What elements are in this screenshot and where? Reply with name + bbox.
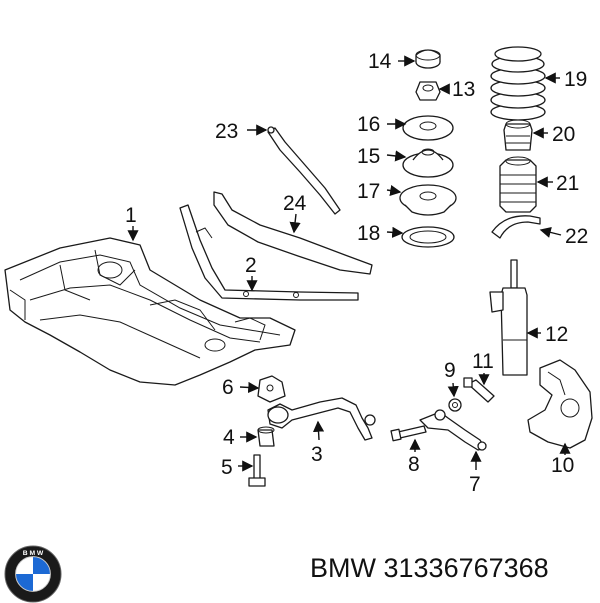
lock-nut-part bbox=[448, 398, 462, 412]
bracket-part bbox=[257, 375, 286, 403]
bolt-part bbox=[248, 454, 266, 487]
hex-bolt-part bbox=[463, 377, 495, 403]
tension-strut-part bbox=[179, 204, 359, 301]
callout-3: 3 bbox=[311, 443, 323, 466]
brand-part-number: BMW 31336767368 bbox=[310, 553, 549, 584]
callout-2: 2 bbox=[245, 254, 257, 277]
callout-7: 7 bbox=[469, 473, 481, 496]
protective-boot-part bbox=[499, 156, 537, 213]
thrust-plate-part bbox=[213, 191, 373, 275]
callout-8: 8 bbox=[408, 453, 420, 476]
steering-knuckle-part bbox=[527, 359, 593, 449]
callout-13: 13 bbox=[452, 78, 475, 101]
callout-12: 12 bbox=[545, 323, 568, 346]
callout-1: 1 bbox=[125, 204, 137, 227]
callout-16: 16 bbox=[357, 113, 380, 136]
callout-19: 19 bbox=[564, 68, 587, 91]
callout-4: 4 bbox=[223, 426, 235, 449]
callout-21: 21 bbox=[556, 172, 579, 195]
part-number: 31336767368 bbox=[383, 553, 549, 583]
callout-14: 14 bbox=[368, 50, 392, 73]
leader-lines bbox=[127, 55, 571, 472]
coil-spring-part bbox=[490, 46, 546, 121]
front-subframe-part bbox=[4, 237, 296, 386]
brand-name: BMW bbox=[310, 553, 376, 583]
strut-nut-part bbox=[415, 81, 441, 101]
dust-cap-part bbox=[415, 49, 441, 69]
arm-bolt-part bbox=[390, 425, 427, 442]
tie-rod-part bbox=[267, 126, 341, 215]
callout-15: 15 bbox=[357, 145, 380, 168]
callout-10: 10 bbox=[551, 454, 574, 477]
shock-strut-part bbox=[489, 259, 528, 376]
callout-11: 11 bbox=[472, 350, 494, 373]
washer-part bbox=[402, 115, 454, 141]
strut-mount-part bbox=[402, 148, 454, 178]
callout-6: 6 bbox=[222, 376, 234, 399]
bmw-roundel-icon: B M W bbox=[4, 545, 62, 603]
spring-pad-part bbox=[401, 226, 455, 248]
support-bearing-part bbox=[399, 184, 457, 216]
wishbone-part bbox=[267, 397, 376, 441]
callout-24: 24 bbox=[283, 192, 307, 215]
spring-seat-part bbox=[491, 215, 541, 239]
callout-18: 18 bbox=[357, 222, 380, 245]
callout-20: 20 bbox=[552, 123, 575, 146]
callout-labels: 1 2 3 4 5 6 7 8 9 10 11 12 13 14 15 16 1… bbox=[125, 50, 588, 496]
callout-17: 17 bbox=[357, 180, 380, 203]
control-arm-part bbox=[419, 409, 487, 451]
callout-22: 22 bbox=[565, 225, 588, 248]
rubber-bushing-part bbox=[257, 426, 275, 447]
callout-5: 5 bbox=[221, 456, 233, 479]
bump-stop-part bbox=[503, 119, 533, 151]
callout-23: 23 bbox=[215, 120, 238, 143]
roundel-lettering: B M W bbox=[23, 550, 44, 557]
callout-9: 9 bbox=[444, 359, 456, 382]
